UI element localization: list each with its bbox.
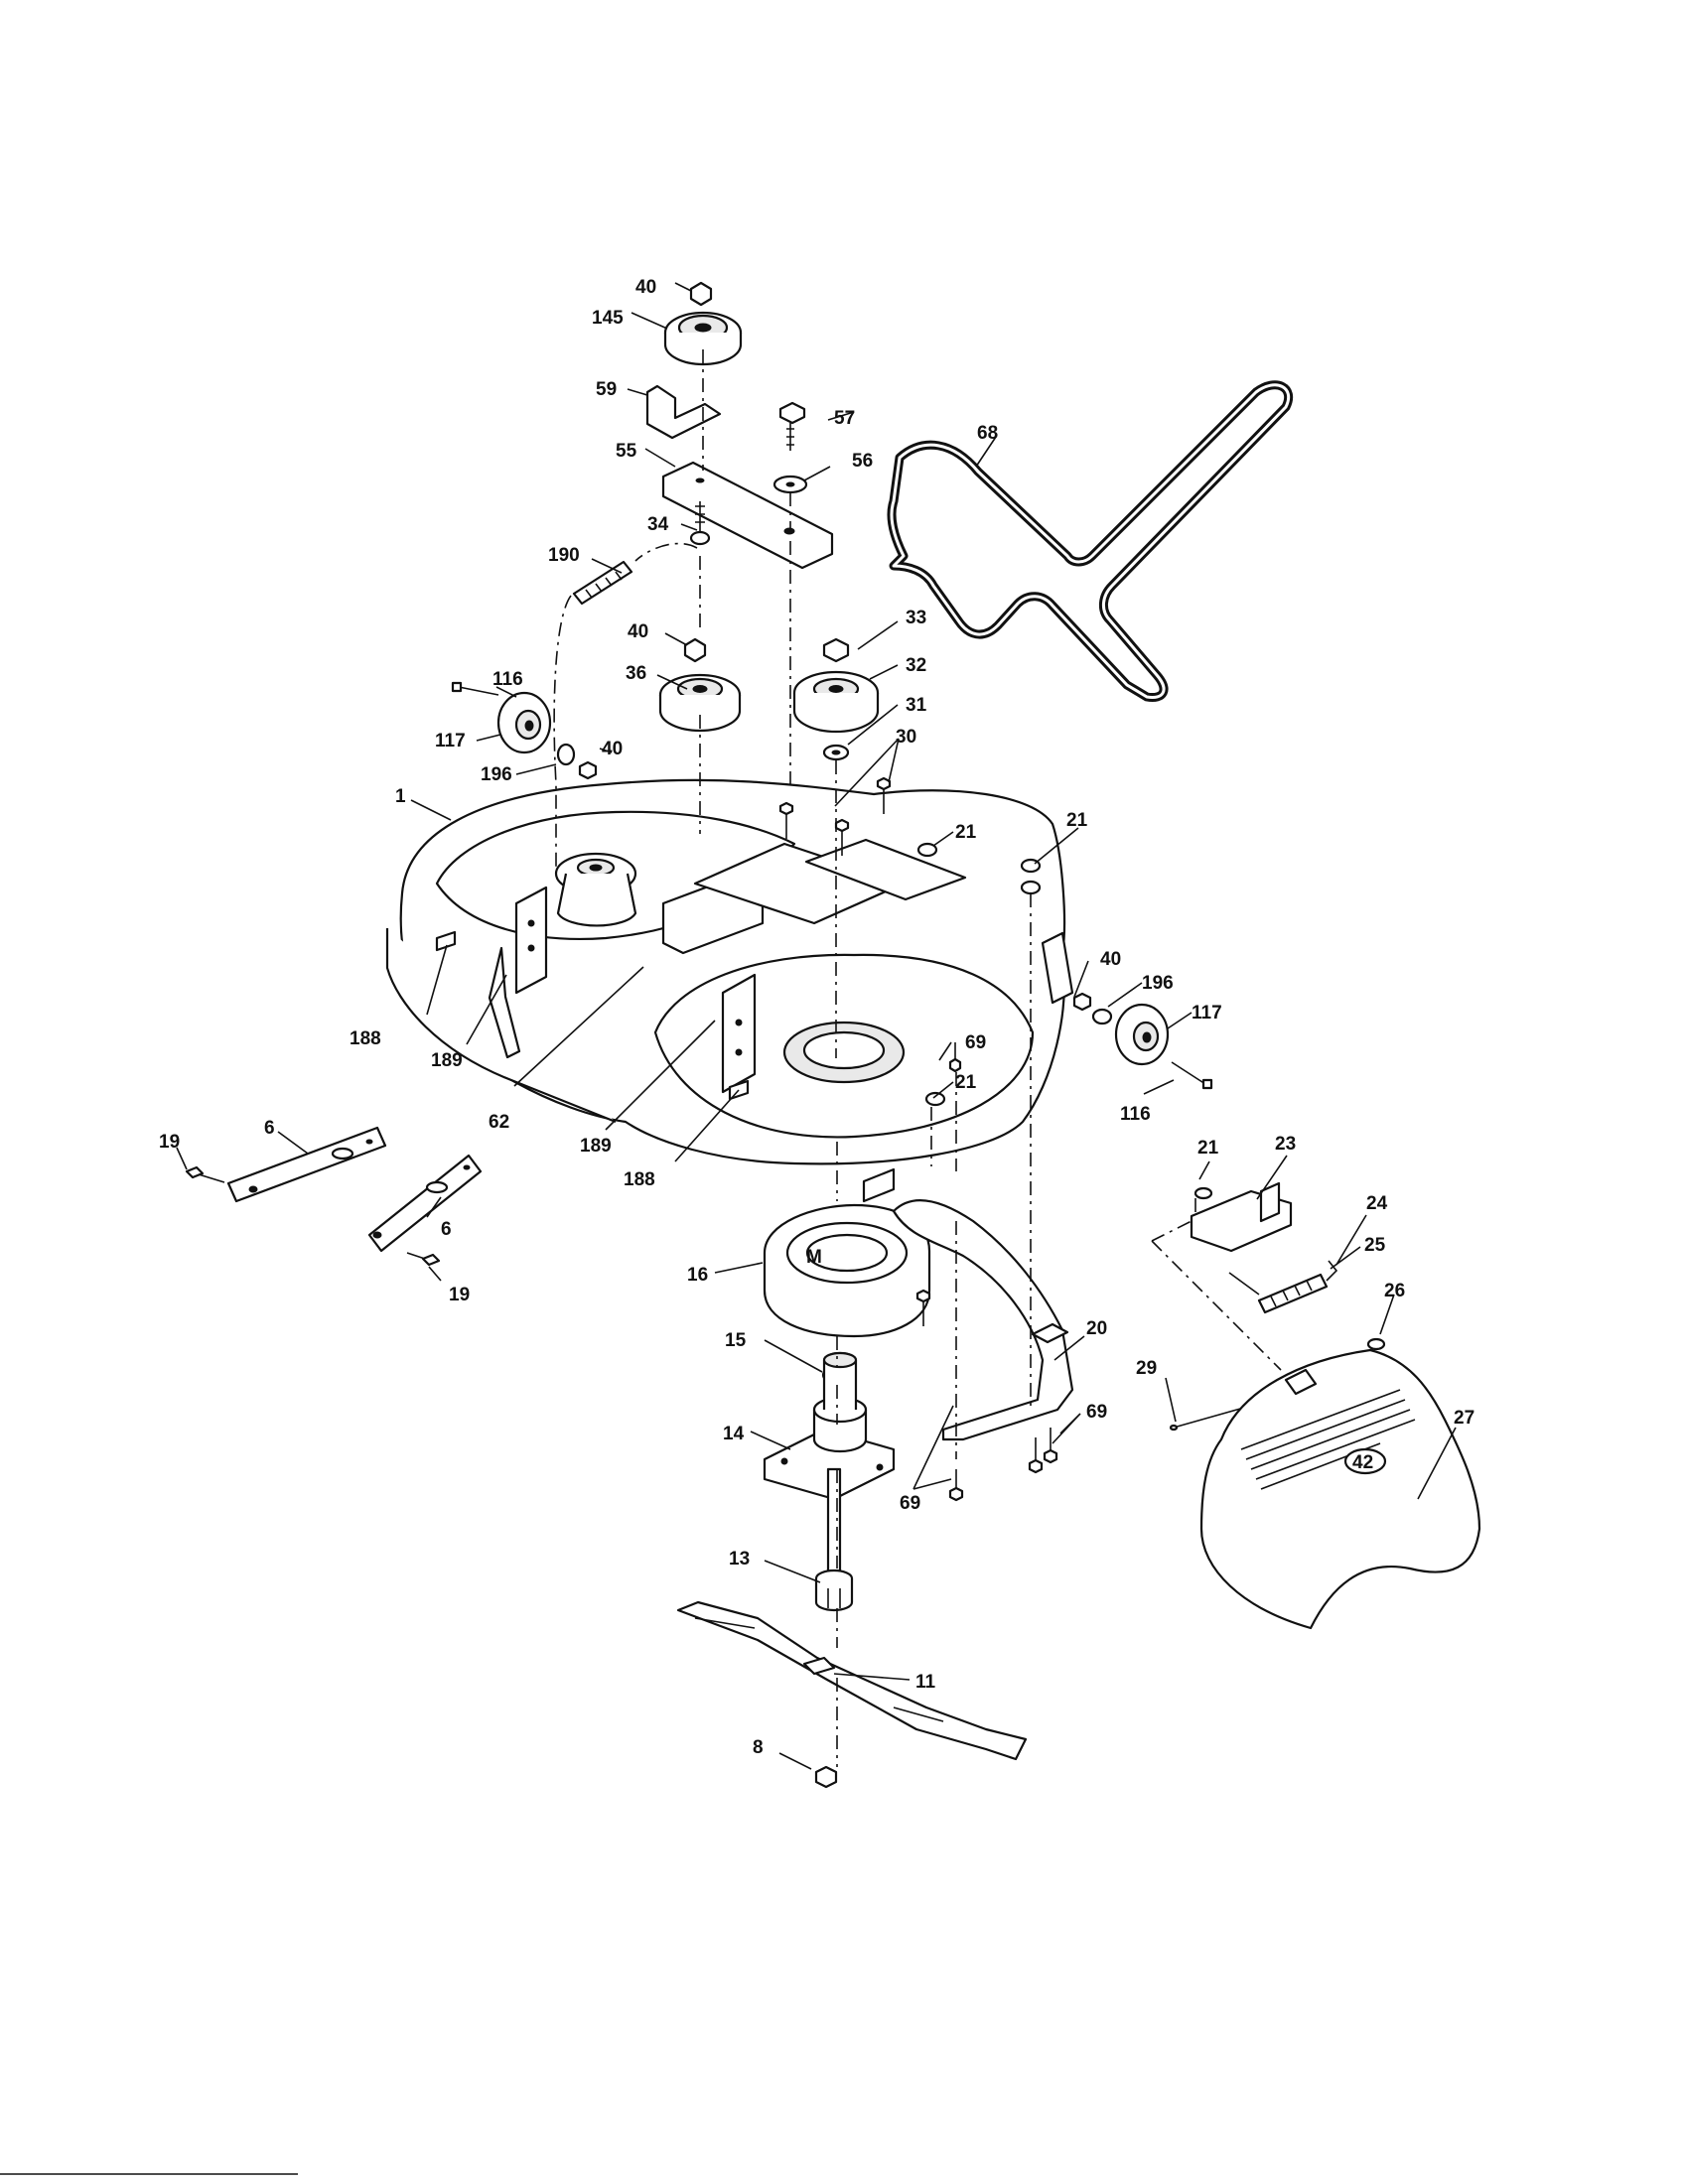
bolt-34	[689, 501, 711, 546]
spindle-mark: M	[806, 1247, 822, 1268]
callout-26: 26	[1384, 1281, 1405, 1301]
callout-196: 196	[481, 764, 512, 785]
spindle-pulley-32	[792, 670, 880, 734]
callout-68: 68	[977, 423, 998, 444]
callout-21: 21	[955, 822, 977, 843]
callouts: 40 145 59 57 68 55 56 34 190 40 33 36 32…	[159, 277, 1474, 1758]
callout-25: 25	[1364, 1235, 1386, 1256]
callout-36: 36	[626, 663, 646, 684]
pin-188-left	[435, 930, 457, 952]
callout-40: 40	[635, 277, 656, 298]
spring-24	[1257, 1273, 1329, 1314]
callout-117: 117	[435, 731, 466, 751]
bolts-69-lower	[915, 1289, 1058, 1502]
idler-pulley-145	[663, 281, 743, 366]
callout-40: 40	[628, 621, 648, 642]
deck-shell	[385, 778, 1074, 1203]
callout-188: 188	[350, 1028, 381, 1049]
callout-57: 57	[834, 408, 855, 429]
callout-34: 34	[647, 514, 669, 535]
callout-6: 6	[441, 1219, 452, 1240]
washer-56	[772, 475, 808, 494]
callout-189: 189	[580, 1136, 612, 1157]
callout-1: 1	[395, 786, 406, 807]
blade-11	[676, 1600, 1028, 1761]
callout-19: 19	[449, 1285, 470, 1305]
callout-32: 32	[906, 655, 926, 676]
callout-15: 15	[725, 1330, 747, 1351]
nut-21-c	[924, 1091, 946, 1107]
bolt-19-upper	[185, 1165, 225, 1183]
link-6-upper	[226, 1126, 387, 1203]
callout-16: 16	[687, 1265, 708, 1286]
bolt-69-deck	[948, 1042, 962, 1073]
callout-21: 21	[1197, 1138, 1219, 1159]
spindle-shaft-13	[814, 1467, 854, 1612]
callout-69: 69	[1086, 1402, 1107, 1423]
clip-26	[1366, 1337, 1386, 1351]
callout-8: 8	[753, 1737, 764, 1758]
spindle-housing-14	[763, 1351, 896, 1501]
callout-40: 40	[1100, 949, 1121, 970]
callout-33: 33	[906, 608, 926, 628]
callout-56: 56	[852, 451, 873, 472]
callout-19: 19	[159, 1132, 180, 1153]
callout-69: 69	[900, 1493, 920, 1514]
callout-29: 29	[1136, 1358, 1157, 1379]
callout-69: 69	[965, 1032, 986, 1053]
callout-27: 27	[1454, 1408, 1474, 1429]
callout-196: 196	[1142, 973, 1174, 994]
bolts-30	[778, 776, 892, 856]
callout-116: 116	[1120, 1104, 1151, 1125]
callout-116: 116	[492, 669, 523, 690]
callout-188: 188	[624, 1169, 655, 1190]
callout-20: 20	[1086, 1318, 1107, 1339]
idler-bracket-59	[645, 384, 722, 440]
spindle-cover-16: M	[763, 1203, 931, 1338]
callout-145: 145	[592, 308, 624, 329]
assembly-centerlines	[553, 349, 1282, 1767]
drive-belt	[887, 380, 1294, 703]
washer-31	[822, 744, 850, 761]
bolt-8	[814, 1765, 838, 1789]
callout-21: 21	[1066, 810, 1088, 831]
callout-11: 11	[915, 1672, 936, 1693]
callout-21: 21	[955, 1072, 977, 1093]
center-spindle-top	[554, 852, 637, 927]
callout-55: 55	[616, 441, 637, 462]
gauge-wheel-left	[451, 681, 598, 780]
leader-lines	[176, 282, 1457, 1770]
bolt-19-lower	[406, 1252, 441, 1267]
link-6-lower	[367, 1154, 483, 1253]
nut-33	[822, 637, 850, 663]
callout-31: 31	[906, 695, 927, 716]
callout-6: 6	[264, 1118, 275, 1139]
callout-13: 13	[729, 1549, 750, 1570]
callout-62: 62	[489, 1112, 509, 1133]
bolt-57	[778, 401, 806, 451]
callout-40: 40	[602, 739, 623, 759]
callout-14: 14	[723, 1424, 745, 1444]
discharge-chute-27: 42	[1199, 1348, 1481, 1630]
callout-59: 59	[596, 379, 617, 400]
callout-190: 190	[548, 545, 580, 566]
nut-21-a	[916, 842, 938, 858]
deck-badge: 42	[1352, 1452, 1373, 1473]
spring-190	[572, 542, 698, 606]
nut-40-center	[683, 637, 707, 663]
callout-117: 117	[1192, 1003, 1222, 1024]
callout-189: 189	[431, 1050, 463, 1071]
chute-bracket-23	[1190, 1181, 1293, 1253]
callout-30: 30	[896, 727, 916, 748]
gauge-wheel-right	[1072, 992, 1213, 1090]
hook-25	[1228, 1260, 1338, 1296]
callout-23: 23	[1275, 1134, 1296, 1155]
callout-24: 24	[1366, 1193, 1388, 1214]
belt-guard-20	[892, 1199, 1074, 1441]
